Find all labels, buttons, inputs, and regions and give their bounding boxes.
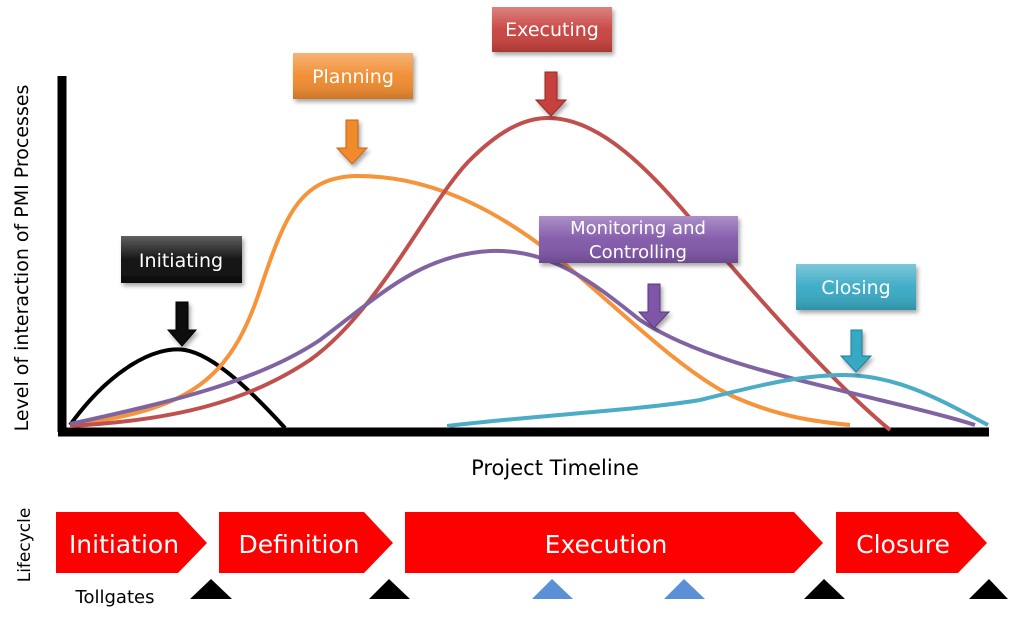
tollgate-marker (969, 579, 1008, 599)
tollgate-marker (804, 579, 845, 599)
executing-curve (69, 115, 892, 432)
closing-arrow (839, 329, 873, 373)
planning-box: Planning (293, 53, 413, 99)
planning-label: Planning (312, 66, 394, 88)
executing-arrow (534, 71, 568, 117)
tollgates-label: Tollgates (75, 587, 155, 608)
initiating-label: Initiating (139, 250, 223, 272)
closing-label: Closing (821, 277, 890, 299)
tollgate-marker (369, 579, 410, 599)
y-axis-label: Level of interaction of PMI Processes (11, 85, 33, 432)
phase-initiation-label: Initiation (69, 530, 179, 559)
tollgate-marker (532, 579, 573, 599)
phase-definition-label: Definition (238, 530, 359, 559)
initiating-box: Initiating (121, 236, 242, 283)
x-axis-label: Project Timeline (471, 456, 639, 480)
planning-curve (69, 173, 851, 427)
phase-definition: Definition (219, 512, 393, 573)
monitoring-arrow (637, 283, 671, 329)
phase-execution: Execution (405, 512, 823, 573)
phase-closure-label: Closure (856, 530, 950, 559)
phase-initiation: Initiation (56, 512, 207, 573)
phase-closure: Closure (836, 512, 987, 573)
initiating-curve (68, 347, 287, 430)
tollgate-marker (664, 579, 705, 599)
closing-curve (446, 372, 989, 428)
executing-label: Executing (505, 19, 599, 41)
planning-arrow (335, 119, 369, 165)
initiating-arrow (166, 301, 198, 347)
tollgate-marker (190, 579, 232, 599)
monitoring-label-line2: Controlling (589, 242, 687, 263)
closing-box: Closing (796, 264, 916, 310)
monitoring-label-line1: Monitoring and (570, 218, 706, 239)
lifecycle-label: Lifecycle (15, 508, 35, 583)
executing-box: Executing (492, 7, 612, 52)
monitoring-box: Monitoring and Controlling (539, 216, 738, 263)
phase-execution-label: Execution (545, 530, 668, 559)
